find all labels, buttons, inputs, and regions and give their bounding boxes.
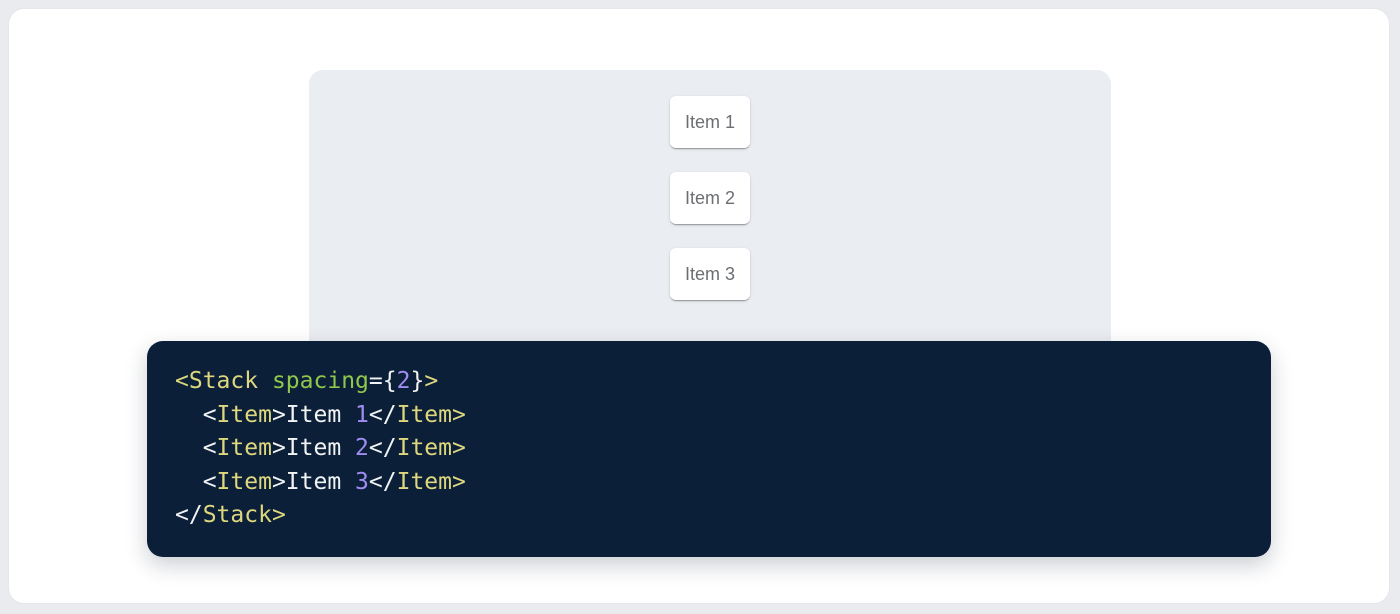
- stack-item: Item 2: [670, 172, 750, 224]
- code-token-plain: <: [175, 468, 217, 495]
- code-token-plain: >: [271, 468, 286, 495]
- stack-item: Item 1: [670, 96, 750, 148]
- code-token-tag: >: [271, 502, 286, 529]
- code-line: </Stack>: [175, 499, 1251, 533]
- code-token-number: 2: [396, 368, 411, 394]
- code-token-tag: Item: [216, 401, 272, 428]
- code-token-plain: ={: [368, 368, 397, 394]
- code-line: <Stack spacing={2}>: [175, 365, 1251, 399]
- code-token-plain: </: [368, 435, 397, 462]
- code-token-plain: [258, 368, 272, 394]
- code-token-plain: Item: [285, 435, 356, 462]
- code-token-plain: >: [271, 401, 286, 428]
- code-block: <Stack spacing={2}> <Item>Item 1</Item> …: [147, 341, 1271, 557]
- code-token-tag: Stack: [202, 502, 272, 529]
- stack-demo-panel: Item 1 Item 2 Item 3: [309, 70, 1111, 370]
- code-token-tag: >: [452, 401, 466, 428]
- code-token-tag: Item: [396, 468, 452, 495]
- code-token-plain: }: [410, 368, 425, 394]
- code-token-number: 3: [355, 468, 369, 495]
- code-token-number: 2: [355, 435, 369, 462]
- code-token-tag: <Stack: [175, 368, 259, 394]
- code-token-plain: <: [175, 401, 217, 428]
- code-token-tag: Item: [396, 435, 452, 462]
- code-line: <Item>Item 3</Item>: [175, 466, 1251, 500]
- code-content: <Stack spacing={2}> <Item>Item 1</Item> …: [175, 365, 1251, 533]
- code-token-plain: Item: [285, 401, 356, 428]
- code-line: <Item>Item 1</Item>: [175, 399, 1251, 433]
- code-token-attr: spacing: [271, 368, 369, 394]
- code-token-tag: Item: [396, 401, 452, 428]
- code-token-number: 1: [355, 401, 369, 428]
- code-token-plain: </: [368, 401, 397, 428]
- code-token-tag: Item: [216, 435, 272, 462]
- code-token-plain: Item: [285, 468, 356, 495]
- code-token-plain: <: [175, 435, 217, 462]
- code-token-plain: >: [271, 435, 286, 462]
- stack-item: Item 3: [670, 248, 750, 300]
- code-line: <Item>Item 2</Item>: [175, 432, 1251, 466]
- code-token-plain: </: [175, 502, 203, 529]
- code-token-tag: >: [452, 435, 466, 462]
- code-token-tag: >: [424, 368, 439, 394]
- code-token-plain: </: [368, 468, 397, 495]
- code-token-tag: >: [452, 468, 466, 495]
- code-token-tag: Item: [216, 468, 272, 495]
